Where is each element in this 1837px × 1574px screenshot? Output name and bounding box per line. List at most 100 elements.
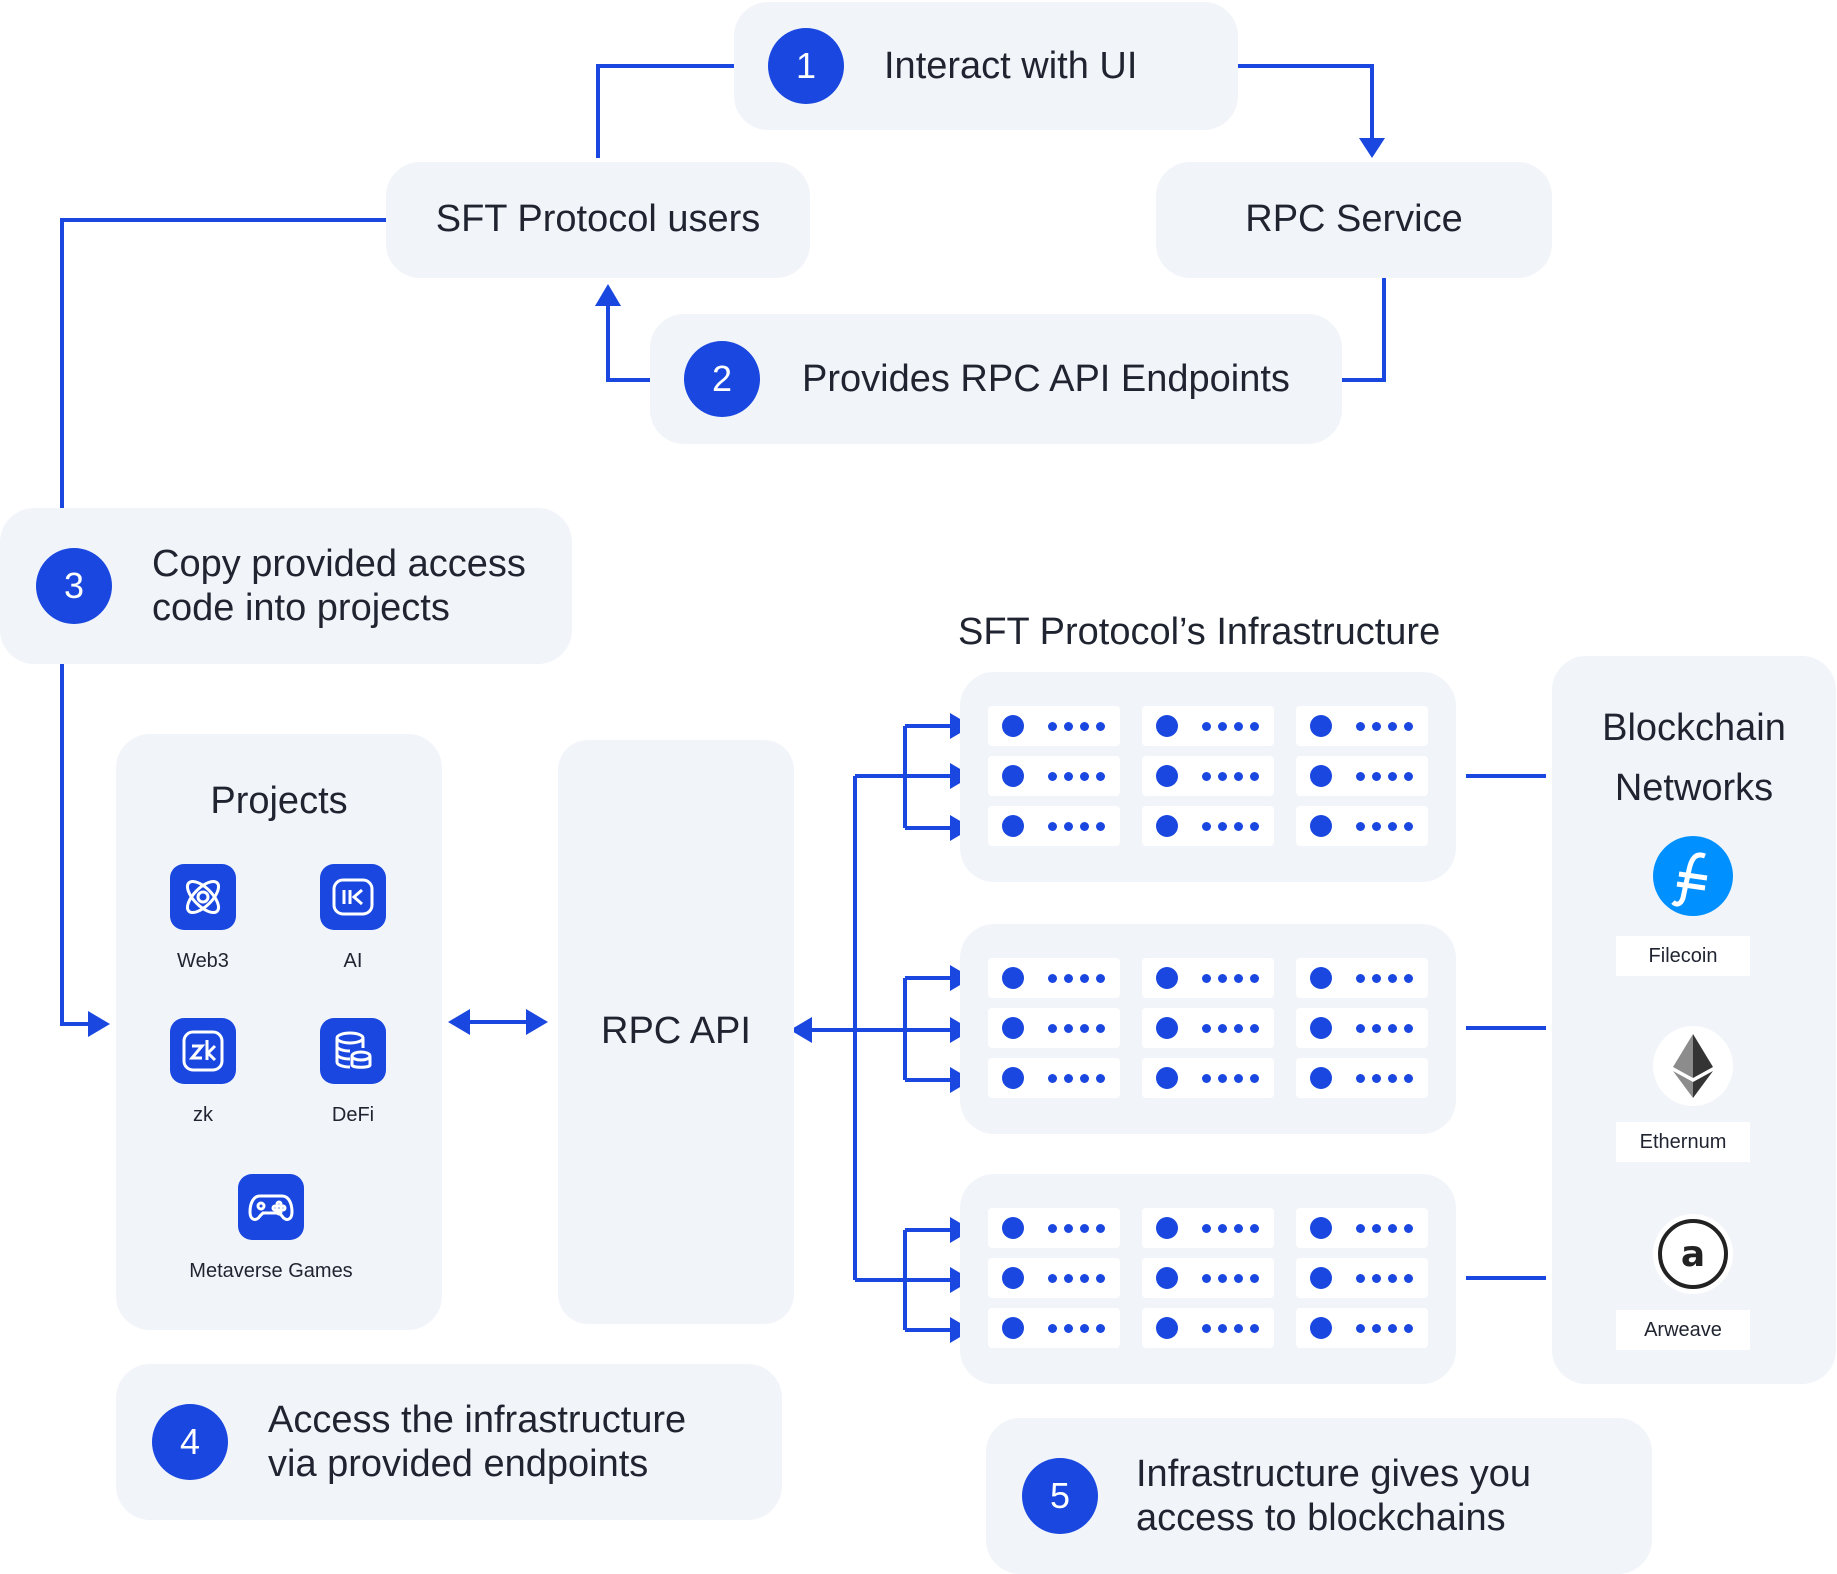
- server-slot: [1296, 1208, 1428, 1248]
- server-indicator-dot: [1202, 1074, 1211, 1083]
- step-5-box: 5 Infrastructure gives you access to blo…: [986, 1418, 1652, 1574]
- zk-icon: [170, 1018, 236, 1084]
- server-indicator-dot: [1372, 772, 1381, 781]
- server-indicator-dot: [1218, 1324, 1227, 1333]
- server-slot: [1296, 958, 1428, 998]
- server-indicator-dot: [1202, 1324, 1211, 1333]
- server-slot: [988, 806, 1120, 846]
- network-label-arweave: Arweave: [1616, 1310, 1750, 1350]
- server-indicator-dot: [1356, 1324, 1365, 1333]
- server-slot: [988, 1008, 1120, 1048]
- server-indicator-dot: [1096, 822, 1105, 831]
- server-slot: [988, 1208, 1120, 1248]
- server-indicator-dot: [1202, 822, 1211, 831]
- rpc-api-label: RPC API: [601, 1010, 751, 1052]
- server-indicator-dot: [1048, 822, 1057, 831]
- server-indicator-dot: [1080, 772, 1089, 781]
- server-status-dot: [1156, 1067, 1178, 1089]
- projects-title: Projects: [210, 780, 348, 822]
- server-slot: [988, 958, 1120, 998]
- server-indicator-dot: [1080, 1074, 1089, 1083]
- server-indicator-dot: [1048, 1074, 1057, 1083]
- step-4-label: Access the infrastructure via provided e…: [268, 1399, 687, 1485]
- server-slot: [1142, 1058, 1274, 1098]
- server-indicator-dot: [1096, 1224, 1105, 1233]
- server-indicator-dot: [1234, 1224, 1243, 1233]
- server-indicator-dot: [1218, 1024, 1227, 1033]
- server-status-dot: [1310, 1217, 1332, 1239]
- server-status-dot: [1002, 715, 1024, 737]
- server-indicator-dot: [1404, 772, 1413, 781]
- server-indicator-dot: [1250, 722, 1259, 731]
- server-indicator-dot: [1218, 722, 1227, 731]
- users-node: SFT Protocol users: [386, 162, 810, 278]
- gamepad-icon: [238, 1174, 304, 1240]
- server-indicator-dot: [1404, 1274, 1413, 1283]
- project-label-zk: zk: [193, 1104, 213, 1126]
- svg-text:a: a: [1681, 1234, 1705, 1275]
- server-indicator-dot: [1356, 974, 1365, 983]
- server-indicator-dot: [1218, 1224, 1227, 1233]
- server-slot: [1296, 706, 1428, 746]
- server-indicator-dot: [1356, 772, 1365, 781]
- server-indicator-dot: [1372, 1074, 1381, 1083]
- server-indicator-dot: [1250, 1074, 1259, 1083]
- server-indicator-dot: [1080, 822, 1089, 831]
- server-indicator-dot: [1048, 772, 1057, 781]
- project-label-web3: Web3: [177, 950, 229, 972]
- server-indicator-dot: [1234, 722, 1243, 731]
- server-indicator-dot: [1356, 722, 1365, 731]
- server-slot: [1296, 756, 1428, 796]
- step-1-badge: 1: [768, 28, 844, 104]
- server-slot: [1142, 756, 1274, 796]
- server-slot: [988, 706, 1120, 746]
- server-indicator-dot: [1234, 772, 1243, 781]
- server-indicator-dot: [1250, 974, 1259, 983]
- server-indicator-dot: [1202, 772, 1211, 781]
- server-slot: [1296, 1058, 1428, 1098]
- server-status-dot: [1002, 967, 1024, 989]
- server-indicator-dot: [1404, 722, 1413, 731]
- users-label: SFT Protocol users: [435, 198, 761, 240]
- server-indicator-dot: [1218, 1274, 1227, 1283]
- server-status-dot: [1310, 1067, 1332, 1089]
- server-indicator-dot: [1372, 974, 1381, 983]
- server-indicator-dot: [1356, 1074, 1365, 1083]
- server-status-dot: [1310, 1267, 1332, 1289]
- server-status-dot: [1002, 765, 1024, 787]
- server-indicator-dot: [1064, 1224, 1073, 1233]
- server-indicator-dot: [1372, 1274, 1381, 1283]
- step-2-badge: 2: [684, 341, 760, 417]
- server-indicator-dot: [1356, 1274, 1365, 1283]
- server-status-dot: [1156, 815, 1178, 837]
- server-indicator-dot: [1388, 1224, 1397, 1233]
- server-slot: [988, 1058, 1120, 1098]
- step-3-badge: 3: [36, 548, 112, 624]
- server-indicator-dot: [1404, 1074, 1413, 1083]
- server-indicator-dot: [1048, 1274, 1057, 1283]
- server-indicator-dot: [1404, 822, 1413, 831]
- server-status-dot: [1310, 1017, 1332, 1039]
- server-status-dot: [1002, 815, 1024, 837]
- server-slot: [988, 1308, 1120, 1348]
- server-indicator-dot: [1096, 722, 1105, 731]
- server-indicator-dot: [1250, 1224, 1259, 1233]
- server-status-dot: [1002, 1017, 1024, 1039]
- server-slot: [1142, 1308, 1274, 1348]
- server-indicator-dot: [1202, 974, 1211, 983]
- server-indicator-dot: [1218, 1074, 1227, 1083]
- server-indicator-dot: [1388, 974, 1397, 983]
- step-1-box: 1 Interact with UI: [734, 2, 1238, 130]
- server-indicator-dot: [1388, 772, 1397, 781]
- atom-icon: [170, 864, 236, 930]
- projects-panel: Projects Web3 AI zk: [116, 734, 442, 1330]
- server-indicator-dot: [1250, 822, 1259, 831]
- server-status-dot: [1156, 1267, 1178, 1289]
- arweave-icon: a: [1653, 1214, 1733, 1294]
- server-indicator-dot: [1080, 1324, 1089, 1333]
- server-indicator-dot: [1064, 1274, 1073, 1283]
- server-indicator-dot: [1372, 722, 1381, 731]
- server-indicator-dot: [1080, 722, 1089, 731]
- server-slot: [1142, 1258, 1274, 1298]
- server-indicator-dot: [1388, 722, 1397, 731]
